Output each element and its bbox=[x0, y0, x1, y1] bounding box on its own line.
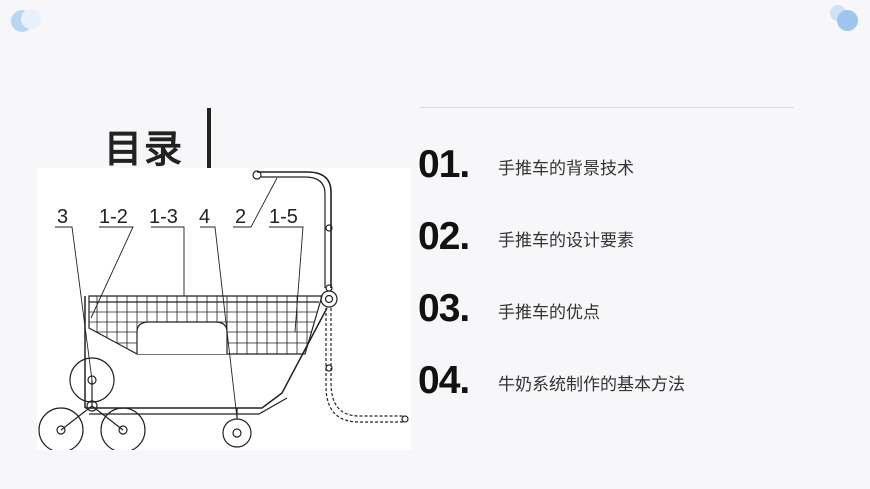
illustration-label-1-5: 1-5 bbox=[269, 206, 298, 228]
toc-text: 手推车的背景技术 bbox=[498, 159, 634, 179]
divider-line bbox=[420, 107, 794, 108]
toc-number: 04. bbox=[418, 359, 470, 402]
toc-number: 03. bbox=[418, 287, 470, 330]
toc-text: 手推车的优点 bbox=[498, 303, 600, 323]
toc-item[interactable]: 02. 手推车的设计要素 bbox=[418, 212, 838, 262]
title-bar bbox=[207, 108, 211, 168]
toc-item[interactable]: 01. 手推车的背景技术 bbox=[418, 140, 838, 190]
toc-number: 01. bbox=[418, 143, 470, 186]
toc-item[interactable]: 03. 手推车的优点 bbox=[418, 284, 838, 334]
cart-illustration: 3 1-2 1-3 4 2 1-5 bbox=[37, 168, 411, 450]
illustration-label-1-2: 1-2 bbox=[99, 206, 128, 228]
page-title: 目录 bbox=[104, 127, 185, 171]
decor-dots-left bbox=[11, 7, 41, 32]
toc-text: 牛奶系统制作的基本方法 bbox=[498, 375, 685, 395]
illustration-label-1-3: 1-3 bbox=[149, 206, 178, 228]
illustration-label-3: 3 bbox=[57, 206, 68, 228]
illustration-label-4: 4 bbox=[199, 206, 210, 228]
toc-text: 手推车的设计要素 bbox=[498, 231, 634, 251]
cart-drawing: 3 1-2 1-3 4 2 1-5 bbox=[38, 170, 409, 450]
toc-number: 02. bbox=[418, 215, 470, 258]
toc-item[interactable]: 04. 牛奶系统制作的基本方法 bbox=[418, 356, 838, 406]
illustration-label-2: 2 bbox=[235, 206, 246, 228]
decor-dots-right bbox=[828, 5, 860, 31]
